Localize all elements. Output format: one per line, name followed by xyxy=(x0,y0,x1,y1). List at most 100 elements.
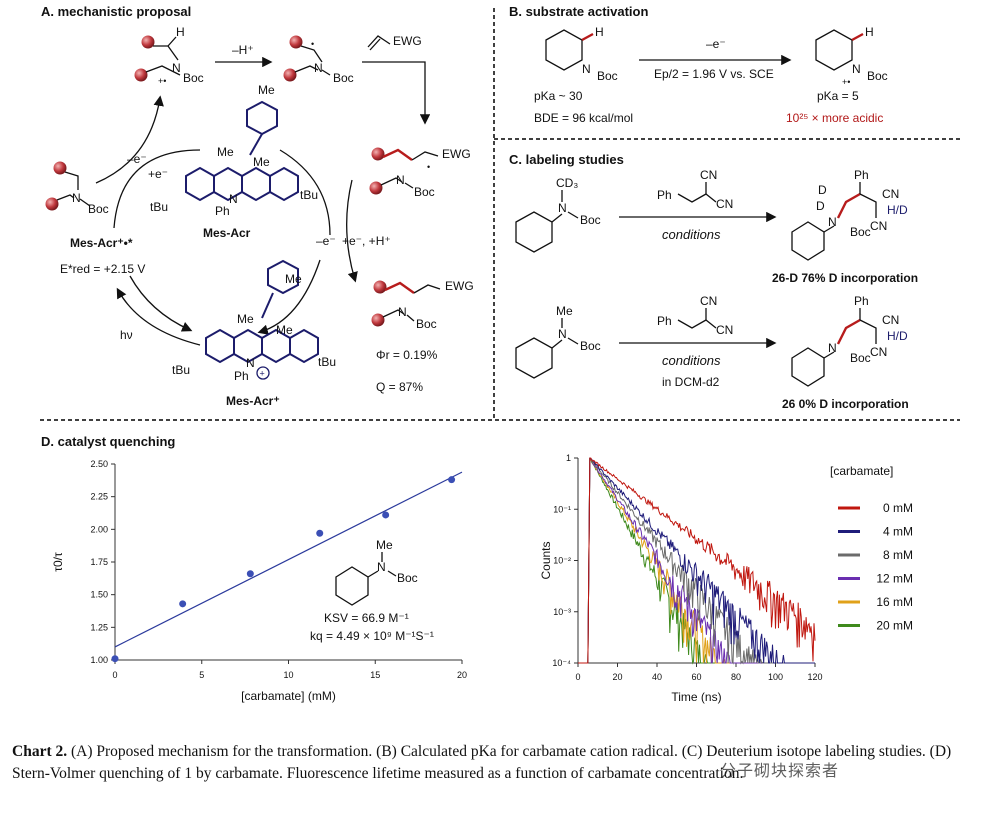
sv-y-tick-label: 1.75 xyxy=(90,557,108,567)
svg-text:CN: CN xyxy=(882,187,899,201)
svg-text:tBu: tBu xyxy=(150,200,168,214)
panel-a-title: A. mechanistic proposal xyxy=(41,4,192,19)
svg-text:Me: Me xyxy=(285,272,302,286)
benzylidene-malononitrile-2: Ph CN CN xyxy=(657,294,733,337)
decay-legend-label: 16 mM xyxy=(876,595,913,609)
svg-text:Boc: Boc xyxy=(597,69,618,83)
svg-text:N: N xyxy=(246,356,255,370)
panel-b-title: B. substrate activation xyxy=(509,4,649,19)
svg-text:Boc: Boc xyxy=(397,571,418,585)
svg-text:H: H xyxy=(176,25,185,39)
sv-data-point xyxy=(179,600,187,608)
svg-text:E*red = +2.15 V: E*red = +2.15 V xyxy=(60,262,145,276)
decay-y-tick-label: 1 xyxy=(566,453,571,463)
svg-text:tBu: tBu xyxy=(300,188,318,202)
svg-text:CN: CN xyxy=(870,219,887,233)
svg-text:N: N xyxy=(558,201,567,215)
decay-y-tick-label: 10⁻⁴ xyxy=(552,658,571,668)
svg-text:Me: Me xyxy=(217,145,234,159)
svg-text:N: N xyxy=(172,61,181,75)
svg-text:+e⁻, +H⁺: +e⁻, +H⁺ xyxy=(342,234,391,248)
decay-x-tick-label: 100 xyxy=(768,672,783,682)
svg-text:Me: Me xyxy=(258,83,275,97)
svg-text:Boc: Boc xyxy=(850,225,871,239)
decay-y-tick-label: 10⁻³ xyxy=(553,607,571,617)
result-26-d: 26-D 76% D incorporation xyxy=(772,271,918,285)
svg-text:+e⁻: +e⁻ xyxy=(148,167,168,181)
svg-text:+•: +• xyxy=(842,77,850,87)
svg-text:CN: CN xyxy=(882,313,899,327)
watermark-text: 分子砌块探索者 xyxy=(720,761,840,780)
sv-x-tick-label: 10 xyxy=(283,670,293,680)
sv-data-point xyxy=(246,570,254,578)
svg-text:Ph: Ph xyxy=(854,168,869,182)
decay-x-tick-label: 20 xyxy=(612,672,622,682)
svg-text:Boc: Boc xyxy=(333,71,354,85)
decay-x-tick-label: 80 xyxy=(731,672,741,682)
svg-text:CN: CN xyxy=(700,168,717,182)
mes-acr-plus-structure: Me Me Me tBu tBu N Ph + Mes-Acr⁺ xyxy=(172,259,336,408)
svg-text:N: N xyxy=(314,61,323,75)
svg-text:N: N xyxy=(828,215,837,229)
product-26-d: Ph N D D Boc CN CN H/D xyxy=(791,168,908,261)
svg-text:Boc: Boc xyxy=(88,202,109,216)
labeling-studies-scheme: N CD₃ Boc Ph CN CN conditions Ph N D D B… xyxy=(515,168,918,411)
svg-text:CD₃: CD₃ xyxy=(556,176,578,190)
svg-text:H: H xyxy=(865,25,874,39)
svg-text:Ph: Ph xyxy=(854,294,869,308)
svg-text:Boc: Boc xyxy=(416,317,437,331)
product-26: Ph N Boc CN CN H/D xyxy=(791,294,908,387)
sv-y-tick-label: 2.00 xyxy=(90,524,108,534)
sv-data-point xyxy=(382,511,390,519)
svg-text:Ph: Ph xyxy=(657,314,672,328)
svg-text:pKa ~ 30: pKa ~ 30 xyxy=(534,89,583,103)
svg-text:Boc: Boc xyxy=(414,185,435,199)
benzylidene-malononitrile: Ph CN CN xyxy=(657,168,733,211)
svg-text:CN: CN xyxy=(716,323,733,337)
svg-text:N: N xyxy=(396,173,405,187)
svg-text:Q = 87%: Q = 87% xyxy=(376,380,423,394)
mechanism-scheme: H N Boc +• –H⁺ N Boc • EWG N Boc EWG • xyxy=(45,25,474,408)
svg-text:H/D: H/D xyxy=(887,203,908,217)
svg-text:H/D: H/D xyxy=(887,329,908,343)
decay-x-tick-label: 120 xyxy=(807,672,822,682)
sv-x-tick-label: 15 xyxy=(370,670,380,680)
sv-data-point xyxy=(448,476,456,484)
svg-text:N: N xyxy=(229,192,238,206)
figure-caption: Chart 2. (A) Proposed mechanism for the … xyxy=(12,743,952,782)
svg-text:BDE = 96 kcal/mol: BDE = 96 kcal/mol xyxy=(534,111,633,125)
svg-text:EWG: EWG xyxy=(445,279,474,293)
svg-text:Ph: Ph xyxy=(657,188,672,202)
svg-text:+•: +• xyxy=(158,76,166,86)
svg-text:tBu: tBu xyxy=(172,363,190,377)
substrate-activation-scheme: H N Boc pKa ~ 30 BDE = 96 kcal/mol –e⁻ E… xyxy=(534,25,888,125)
svg-text:Boc: Boc xyxy=(580,213,601,227)
panel-c-title: C. labeling studies xyxy=(509,152,624,167)
cd3-carbamate: N CD₃ Boc xyxy=(515,176,601,253)
decay-y-tick-label: 10⁻² xyxy=(553,556,571,566)
alpha-amino-radical: N Boc • xyxy=(283,35,354,85)
carbamate-substrate: N Boc xyxy=(45,161,109,216)
sv-data-point xyxy=(111,655,119,663)
decay-series-line xyxy=(578,457,816,664)
svg-text:N: N xyxy=(828,341,837,355)
svg-text:Me: Me xyxy=(237,312,254,326)
svg-text:CN: CN xyxy=(700,294,717,308)
piperidine-radical-cation: H N Boc +• xyxy=(815,25,888,87)
svg-text:–e⁻: –e⁻ xyxy=(316,234,336,248)
svg-text:N: N xyxy=(558,327,567,341)
decay-legend-label: 12 mM xyxy=(876,572,913,586)
michael-acceptor: EWG xyxy=(367,34,422,51)
radical-adduct: N Boc EWG • xyxy=(369,147,471,199)
sv-y-axis-label: τ0/τ xyxy=(51,552,65,572)
decay-legend-label: 4 mM xyxy=(883,525,913,539)
svg-text:tBu: tBu xyxy=(318,355,336,369)
svg-text:N: N xyxy=(582,62,591,76)
sv-y-tick-label: 1.50 xyxy=(90,590,108,600)
product: N Boc EWG xyxy=(371,279,474,331)
svg-text:Me: Me xyxy=(556,304,573,318)
decay-legend-label: 8 mM xyxy=(883,548,913,562)
decay-y-tick-label: 10⁻¹ xyxy=(553,504,571,514)
